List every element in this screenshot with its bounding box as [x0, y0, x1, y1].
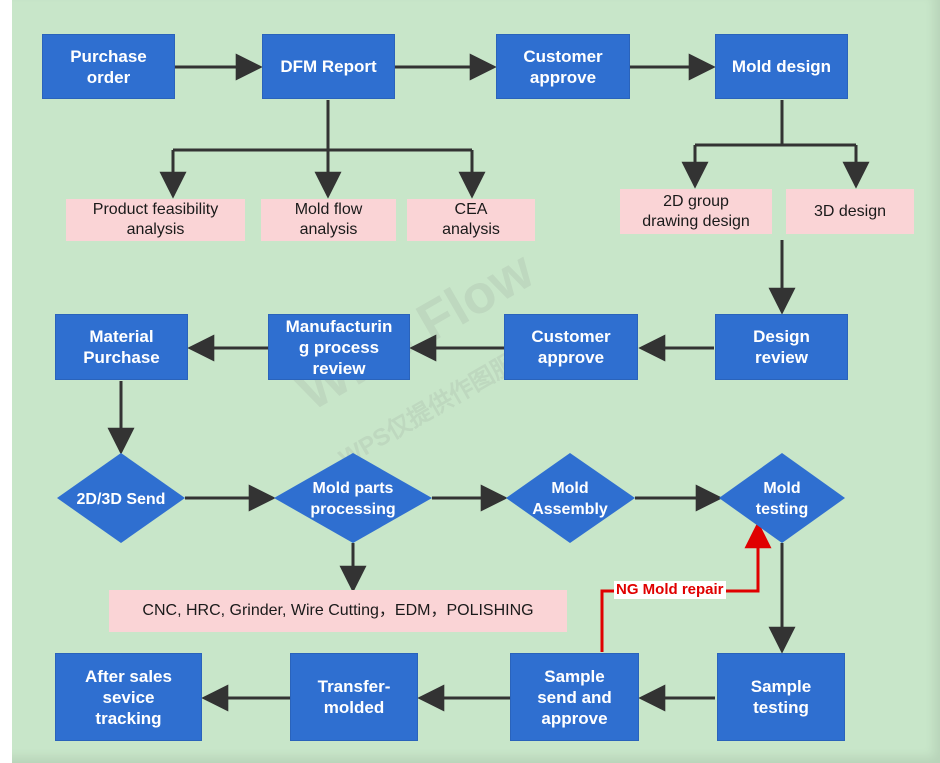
node-after-sales[interactable]: After sales sevice tracking: [55, 653, 202, 741]
node-mold-flow[interactable]: Mold flow analysis: [261, 199, 396, 241]
node-customer-approve-2[interactable]: Customer approve: [504, 314, 638, 380]
node-processes-list[interactable]: CNC, HRC, Grinder, Wire Cutting，EDM，POLI…: [109, 590, 567, 632]
node-dfm-report[interactable]: DFM Report: [262, 34, 395, 99]
node-manufacturing-review[interactable]: Manufacturin g process review: [268, 314, 410, 380]
node-customer-approve-1[interactable]: Customer approve: [496, 34, 630, 99]
node-cea-analysis[interactable]: CEA analysis: [407, 199, 535, 241]
node-mold-design[interactable]: Mold design: [715, 34, 848, 99]
node-mold-assembly[interactable]: Mold Assembly: [532, 480, 608, 518]
node-sample-send-approve[interactable]: Sample send and approve: [510, 653, 639, 741]
node-mold-testing[interactable]: Mold testing: [755, 480, 809, 518]
diamond-2d3d-send: [57, 453, 185, 543]
node-mold-parts-processing[interactable]: Mold parts processing: [310, 480, 396, 518]
diamond-mold-testing: [719, 453, 845, 543]
node-product-feasibility[interactable]: Product feasibility analysis: [66, 199, 245, 241]
ng-mold-repair-label: NG Mold repair: [614, 581, 726, 599]
node-3d-design[interactable]: 3D design: [786, 189, 914, 234]
node-sample-testing[interactable]: Sample testing: [717, 653, 845, 741]
node-material-purchase[interactable]: Material Purchase: [55, 314, 188, 380]
node-2d-group-drawing[interactable]: 2D group drawing design: [620, 189, 772, 234]
diamond-mold-parts-processing: [274, 453, 432, 543]
node-design-review[interactable]: Design review: [715, 314, 848, 380]
node-transfer-molded[interactable]: Transfer- molded: [290, 653, 418, 741]
node-2d3d-send[interactable]: 2D/3D Send: [76, 490, 166, 508]
node-purchase-order[interactable]: Purchase order: [42, 34, 175, 99]
diamond-mold-assembly: [506, 453, 635, 543]
left-frame-edge: [0, 0, 12, 763]
